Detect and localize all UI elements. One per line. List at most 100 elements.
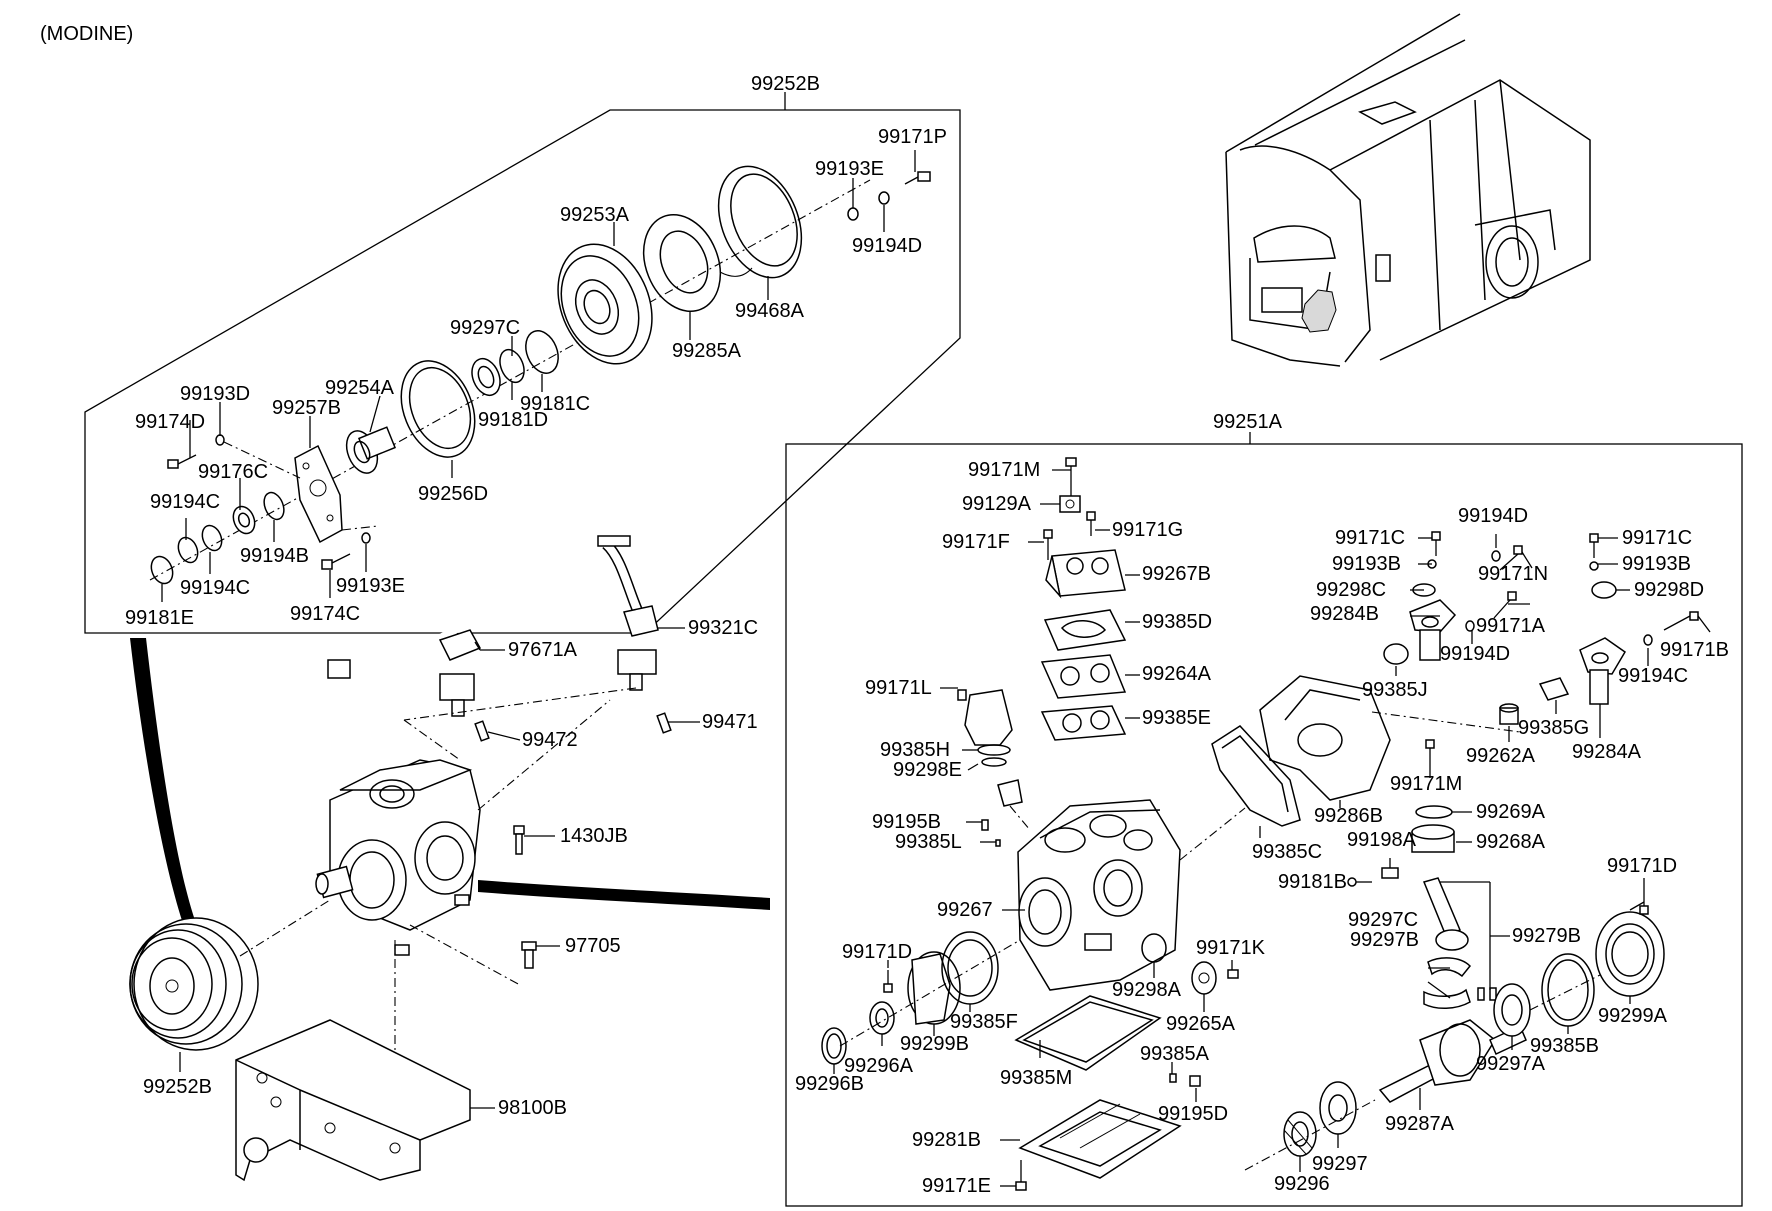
bracket-99129a-icon bbox=[1059, 495, 1081, 513]
ring-99285a-icon bbox=[642, 213, 722, 313]
label-99264a: 99264A bbox=[1142, 663, 1212, 685]
label-99252b-bot: 99252B bbox=[143, 1076, 212, 1098]
label-99195b: 99195B bbox=[872, 811, 941, 833]
label-99171d-right: 99171D bbox=[1607, 855, 1677, 877]
bolt-99174c-icon bbox=[321, 553, 351, 570]
label-99321c: 99321C bbox=[688, 617, 758, 639]
label-99129a: 99129A bbox=[962, 493, 1032, 515]
label-99468a: 99468A bbox=[735, 300, 805, 322]
label-99257b: 99257B bbox=[272, 397, 341, 419]
cover-99299b-icon bbox=[907, 951, 961, 1025]
label-99385e: 99385E bbox=[1142, 707, 1211, 729]
snap-ring-99181e-icon bbox=[150, 555, 174, 585]
label-99265a: 99265A bbox=[1166, 1013, 1236, 1035]
washer-99193e-b-icon bbox=[361, 532, 371, 544]
gasket-99385b-icon bbox=[1541, 953, 1595, 1027]
part-labels: 99252B 99171P 99193E 99194D 99253A 99468… bbox=[125, 73, 1729, 1197]
shim-99256d-icon bbox=[400, 360, 476, 458]
label-99297c-top: 99297C bbox=[450, 317, 520, 339]
bolt-99171e-icon bbox=[1015, 1160, 1027, 1191]
label-99181b: 99181B bbox=[1278, 871, 1347, 893]
label-99171c-a: 99171C bbox=[1335, 527, 1405, 549]
label-99253a: 99253A bbox=[560, 204, 630, 226]
bolt-99171c-a-icon bbox=[1431, 531, 1441, 556]
gasket-99385m-icon bbox=[1014, 995, 1162, 1071]
label-99299a: 99299A bbox=[1598, 1005, 1668, 1027]
clip-99181b-icon bbox=[1347, 877, 1357, 887]
label-99281b: 99281B bbox=[912, 1129, 981, 1151]
label-99385a: 99385A bbox=[1140, 1043, 1210, 1065]
washer-99193d-icon bbox=[215, 434, 225, 446]
label-99296a: 99296A bbox=[844, 1055, 914, 1077]
piston-99268a-icon bbox=[1411, 824, 1455, 853]
label-99171b: 99171B bbox=[1660, 639, 1729, 661]
label-99385h: 99385H bbox=[880, 739, 950, 761]
compressor-assembly-frame bbox=[785, 432, 1743, 1207]
bus-illustration bbox=[1225, 13, 1591, 367]
label-99194c-right: 99194C bbox=[1618, 665, 1688, 687]
seal-99296a-icon bbox=[869, 1001, 895, 1035]
pin-99198a-icon bbox=[1381, 867, 1399, 879]
bolt-99171a-icon bbox=[1493, 591, 1517, 619]
label-99194d-top: 99194D bbox=[852, 235, 922, 257]
label-99385l: 99385L bbox=[895, 831, 962, 853]
washer-99193e-icon bbox=[847, 207, 859, 221]
label-97705: 97705 bbox=[565, 935, 621, 957]
label-99171d-left: 99171D bbox=[842, 941, 912, 963]
label-99471: 99471 bbox=[702, 711, 758, 733]
bolt-99171k-icon bbox=[1227, 969, 1239, 979]
plate-99264a-icon bbox=[1040, 654, 1127, 699]
label-99194c-b: 99194C bbox=[180, 577, 250, 599]
bolt-99171p-icon bbox=[904, 171, 931, 185]
label-99171m-top: 99171M bbox=[968, 459, 1040, 481]
gasket-99385c-icon bbox=[1211, 725, 1301, 827]
cover-99299a-icon bbox=[1595, 911, 1665, 997]
label-99296: 99296 bbox=[1274, 1173, 1330, 1195]
label-99299b: 99299B bbox=[900, 1033, 969, 1055]
label-99297c-bot: 99297C bbox=[1348, 909, 1418, 931]
label-99181e: 99181E bbox=[125, 607, 194, 629]
crankcase-99267-icon bbox=[1017, 799, 1181, 991]
bolt-99171n-icon bbox=[1499, 545, 1523, 571]
label-99385b: 99385B bbox=[1530, 1035, 1599, 1057]
bolt-1430jb-icon bbox=[513, 825, 525, 855]
gasket-99385e-icon bbox=[1040, 705, 1127, 741]
bolt-99171g-icon bbox=[1086, 511, 1096, 536]
bearing-99297c-icon bbox=[471, 357, 501, 397]
clutch-assembly-frame bbox=[84, 92, 961, 634]
label-99297a: 99297A bbox=[1476, 1053, 1546, 1075]
washer-99194c-a-icon bbox=[201, 524, 223, 552]
seal-99296-icon bbox=[1283, 1111, 1317, 1157]
label-99171f: 99171F bbox=[942, 531, 1010, 553]
plug-99385a-icon bbox=[1169, 1073, 1177, 1083]
gasket-99385j-icon bbox=[1383, 643, 1409, 665]
bearing-99297-icon bbox=[1319, 1081, 1357, 1135]
plug-99195d-icon bbox=[1189, 1075, 1201, 1087]
pulley-99253a-icon bbox=[557, 243, 653, 365]
label-99279b: 99279B bbox=[1512, 925, 1581, 947]
bolt-99171c-b-icon bbox=[1589, 533, 1599, 558]
label-99193b-b: 99193B bbox=[1622, 553, 1691, 575]
washer-99193b-b-icon bbox=[1589, 561, 1599, 571]
label-99287a: 99287A bbox=[1385, 1113, 1455, 1135]
label-99385j: 99385J bbox=[1362, 679, 1428, 701]
gasket-99385d-icon bbox=[1043, 609, 1127, 651]
sensor-99471-icon bbox=[656, 712, 672, 734]
bolt-99171b-icon bbox=[1663, 611, 1699, 631]
washer-99194d-icon bbox=[878, 191, 890, 205]
label-97671a: 97671A bbox=[508, 639, 578, 661]
label-99181c: 99181C bbox=[520, 393, 590, 415]
bolt-99174d-icon bbox=[167, 454, 197, 469]
rod-99279b-icon bbox=[1422, 877, 1497, 1009]
bolt-97705-icon bbox=[521, 941, 537, 969]
label-99194b: 99194B bbox=[240, 545, 309, 567]
pan-99281b-icon bbox=[1018, 1099, 1182, 1179]
label-98100b: 98100B bbox=[498, 1097, 567, 1119]
label-99262a: 99262A bbox=[1466, 745, 1536, 767]
label-99256d: 99256D bbox=[418, 483, 488, 505]
bearing-99176c-icon bbox=[232, 505, 256, 535]
label-99198a: 99198A bbox=[1347, 829, 1417, 851]
hub-99254a-icon bbox=[345, 426, 397, 474]
nipple-99262a-icon bbox=[1499, 703, 1519, 725]
